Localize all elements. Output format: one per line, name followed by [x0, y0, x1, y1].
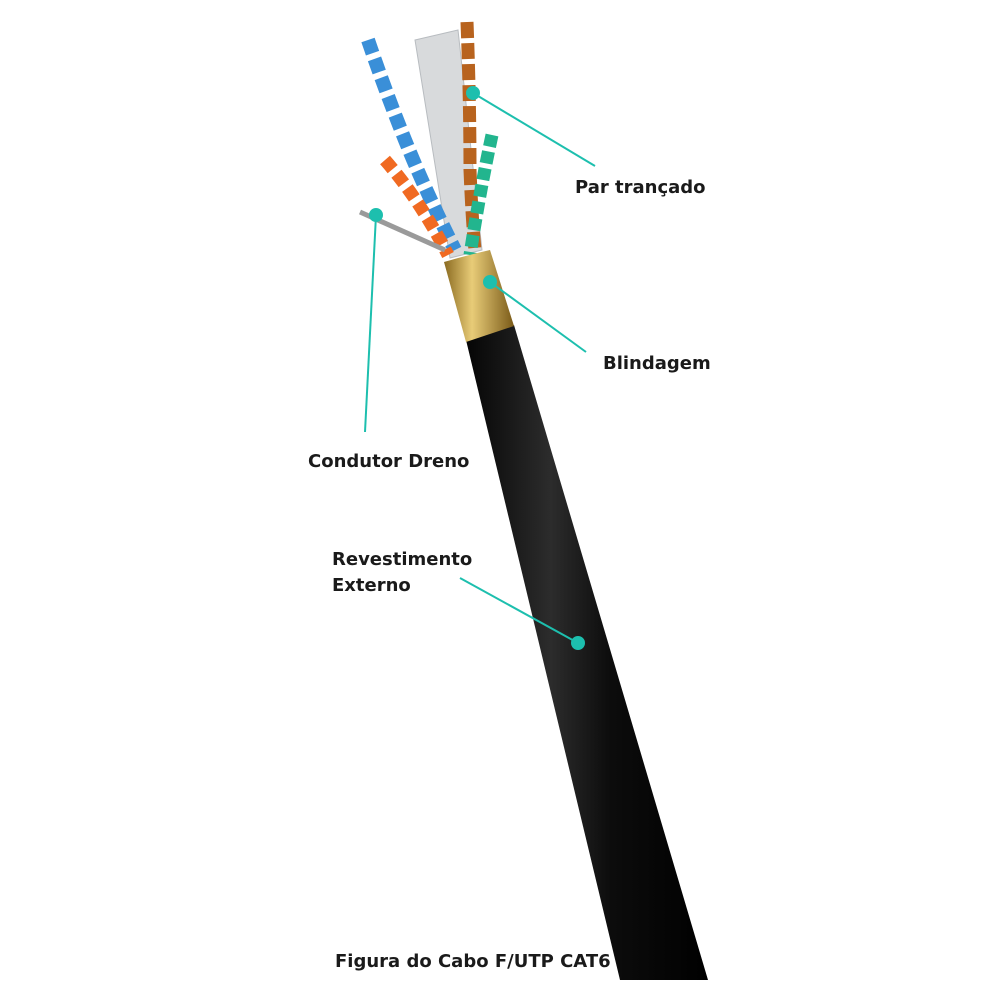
leader-line-drain — [364, 214, 377, 433]
figure-caption: Figura do Cabo F/UTP CAT6 — [335, 951, 611, 972]
leader-dot-shield — [483, 275, 497, 289]
brown-pair — [460, 21, 482, 251]
leader-line-shield — [489, 281, 587, 353]
outer-jacket — [466, 325, 708, 980]
label-jacket-line2: Externo — [332, 575, 411, 596]
leader-line-twisted-pair — [472, 92, 596, 167]
green-pair — [463, 133, 499, 256]
blue-pair — [361, 37, 462, 254]
label-jacket-line1: Revestimento — [332, 549, 473, 570]
leader-dot-drain — [369, 208, 383, 222]
label-shield: Blindagem — [603, 353, 711, 374]
foil-shield — [444, 250, 514, 342]
leader-dot-jacket — [571, 636, 585, 650]
orange-pair — [380, 155, 454, 258]
label-twisted-pair: Par trançado — [575, 177, 706, 198]
leader-dot-twisted-pair — [466, 86, 480, 100]
leader-line-jacket — [459, 577, 579, 644]
label-drain-wire: Condutor Dreno — [308, 451, 470, 472]
